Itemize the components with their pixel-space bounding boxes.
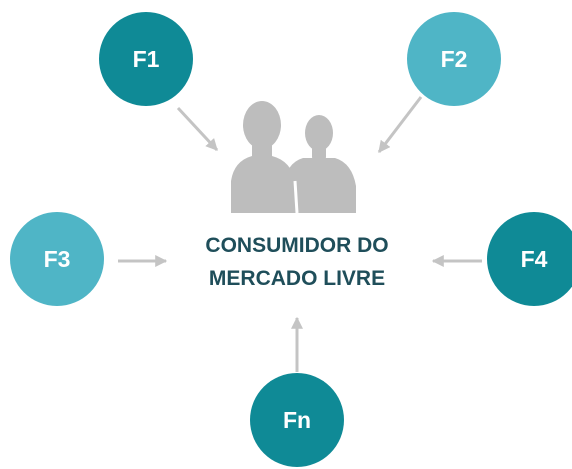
node-f2-label: F2	[441, 46, 468, 72]
node-f4: F4	[487, 212, 572, 306]
people-group-icon	[231, 101, 356, 214]
arrow-f1	[176, 106, 219, 152]
node-f1: F1	[99, 12, 193, 106]
node-fn: Fn	[250, 373, 344, 467]
node-f1-label: F1	[133, 46, 160, 72]
node-f4-label: F4	[521, 246, 548, 272]
center-label-line1: CONSUMIDOR DO	[205, 234, 388, 257]
node-f3: F3	[10, 212, 104, 306]
node-f2: F2	[407, 12, 501, 106]
node-f3-label: F3	[44, 246, 71, 272]
arrow-f2	[377, 96, 423, 153]
center-label-line2: MERCADO LIVRE	[209, 267, 385, 290]
node-fn-label: Fn	[283, 407, 311, 433]
